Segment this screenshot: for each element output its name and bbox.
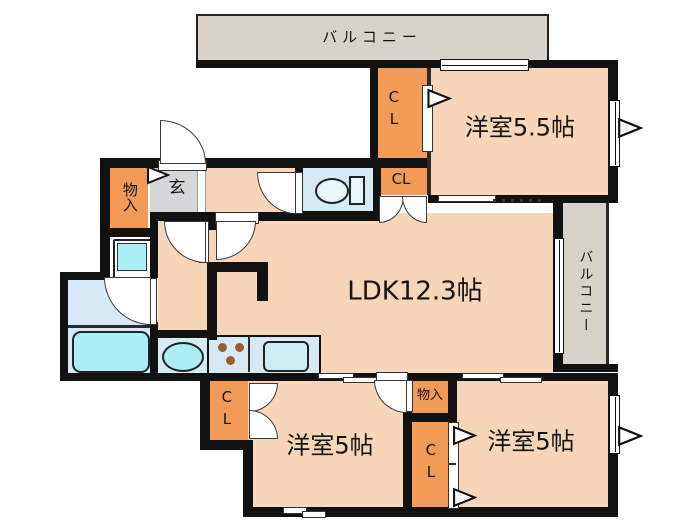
window-bottom-small-2 — [302, 511, 326, 518]
wall-kitchen-L-h — [207, 262, 268, 272]
storage-bottom — [412, 381, 448, 413]
wall-bl-west-upper — [200, 373, 210, 450]
closet-top-label: CL — [384, 88, 403, 132]
wall-storage-col-west — [403, 381, 412, 507]
closet-bm-arrow-bottom-icon — [453, 487, 477, 508]
bath-washroom-divider — [68, 325, 150, 328]
ldk-label: LDK12.3帖 — [347, 276, 483, 307]
wall-west-bath — [60, 272, 68, 381]
washer-pan-inner — [117, 243, 147, 271]
entrance-step — [197, 166, 206, 215]
stove-burner-2 — [235, 343, 244, 352]
kitchen-sink — [263, 341, 309, 372]
closet-bm-label: CL — [421, 441, 440, 485]
room5-left-label: 洋室5帖 — [286, 431, 374, 460]
wall-vanity-north — [152, 330, 217, 338]
storage-top-left — [110, 168, 148, 228]
slider-ldk-room5r-2 — [500, 377, 542, 383]
wall-west-top — [100, 158, 110, 280]
balcony-right-edge — [606, 203, 609, 372]
closet-top-door-front — [422, 85, 433, 152]
balcony-top-label: バルコニー — [322, 28, 422, 47]
wall-storage-b-south — [403, 413, 452, 422]
wall-balcony-right-south — [553, 364, 618, 372]
window-bottom-small-1 — [283, 507, 307, 514]
entrance-arrow-icon — [147, 165, 170, 185]
western-room-55-floor — [431, 68, 608, 195]
closet-bm-door-front — [448, 422, 459, 509]
slider-ldk-room5l-1 — [318, 373, 354, 379]
wall-bl-west-lower — [243, 450, 253, 517]
wall-void-cl — [370, 60, 378, 168]
wall-washroom-north — [60, 272, 110, 280]
balcony-right-area — [563, 203, 606, 372]
bathtub — [72, 331, 150, 373]
closet-mid — [378, 168, 428, 195]
wall-hall-ldk — [207, 262, 217, 340]
wall-north-left — [100, 158, 431, 168]
window-room5r-east — [609, 395, 620, 454]
closet-bottom-left — [210, 381, 248, 440]
kitchen-divider — [248, 336, 250, 372]
toilet-tank — [349, 176, 365, 205]
closet-bm-door-split — [449, 463, 456, 465]
balcony-right-label: バルコニー — [577, 249, 594, 335]
wall-balcony-south — [196, 60, 618, 68]
wall-hall-west-upper — [150, 213, 158, 278]
wall-kitchen-L-v — [257, 272, 268, 301]
outside-notch — [195, 450, 243, 517]
stove-burner-1 — [218, 343, 227, 352]
wash-basin — [162, 342, 204, 372]
wall-step-h — [200, 440, 253, 450]
wall-bottom — [243, 507, 618, 517]
wall-toilet-east — [373, 166, 381, 213]
closet-bottom-mid — [412, 422, 448, 507]
storage-bottom-label: 物入 — [416, 388, 444, 404]
closet-bl-label: CL — [217, 388, 236, 432]
closet-top-right — [378, 68, 428, 160]
closet-bm-arrow-top-icon — [453, 425, 477, 446]
entrance-label: 玄 — [168, 178, 186, 199]
slider-ldk-room55-dash — [493, 199, 547, 202]
window-room55-north — [440, 59, 529, 71]
wall-hall-west-lower — [150, 322, 158, 380]
room5-right-label: 洋室5帖 — [487, 427, 575, 456]
closet-top-arrow-icon — [427, 88, 452, 109]
closet-mid-label: CL — [391, 170, 411, 189]
slider-ldk-room5r-1 — [462, 373, 504, 379]
window-room55-arrow-icon — [618, 117, 643, 139]
toilet-bowl — [315, 178, 349, 204]
storage-top-label: 物入 — [120, 182, 139, 212]
stove-burner-3 — [226, 356, 235, 365]
slider-ldk-room55 — [438, 195, 496, 202]
window-room5r-arrow-icon — [618, 425, 643, 447]
window-ldk-balcony — [554, 238, 564, 354]
wall-toilet-south — [295, 211, 381, 221]
room55-label: 洋室5.5帖 — [464, 113, 576, 142]
wall-hall-ldk-stub — [207, 213, 217, 230]
wall-storage-b-east — [448, 381, 457, 422]
entrance-door-arc — [160, 120, 206, 164]
wall-storage-tl-south — [100, 228, 158, 237]
